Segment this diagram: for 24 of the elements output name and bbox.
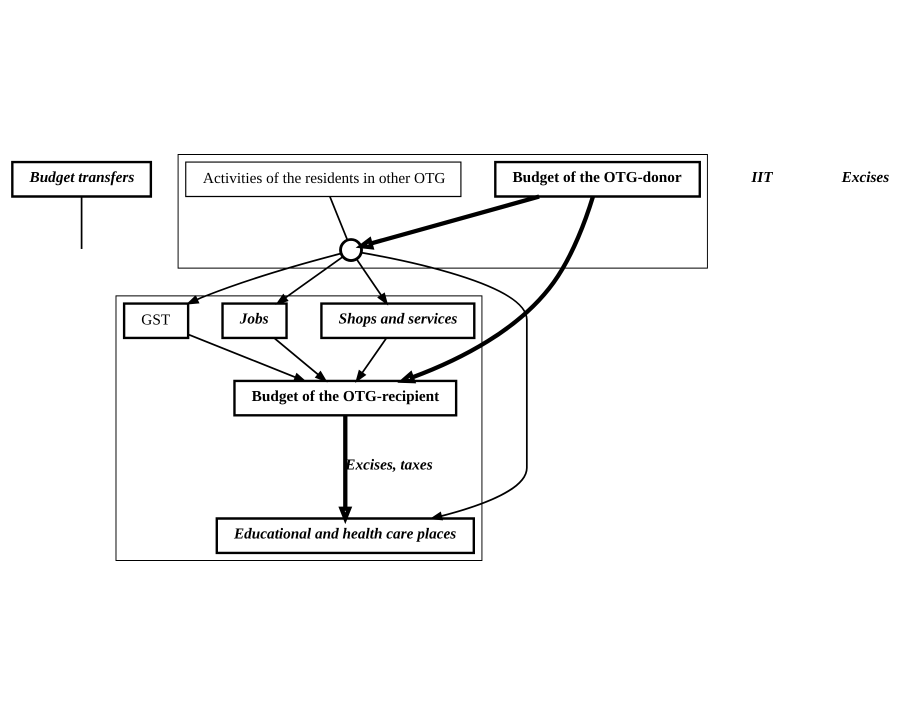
node-box: GST	[122, 302, 190, 339]
node-box: Shops and services	[320, 302, 476, 339]
arrow	[338, 414, 352, 524]
node-box: Activities of the residents in other OTG	[185, 161, 462, 197]
arrow	[274, 336, 328, 382]
arrow	[355, 337, 388, 382]
arrow	[275, 256, 344, 304]
cluster	[178, 153, 708, 268]
node-box: Educational and health care places	[216, 516, 475, 554]
label: Excises	[842, 168, 890, 186]
connector	[80, 196, 82, 248]
label: IIT	[751, 168, 773, 186]
arrow	[397, 195, 595, 383]
arrow	[356, 258, 388, 306]
node-circle	[339, 238, 363, 262]
arrow	[186, 252, 342, 304]
node-box: Budget of the OTG-donor	[494, 160, 701, 198]
arrow	[356, 194, 540, 250]
node-box: Jobs	[221, 302, 288, 339]
arrow	[361, 251, 528, 520]
node-box: Budget transfers	[11, 160, 152, 198]
connector	[329, 196, 348, 240]
node-box: Budget of the OTG-recipient	[233, 379, 458, 416]
arrow	[188, 333, 307, 382]
